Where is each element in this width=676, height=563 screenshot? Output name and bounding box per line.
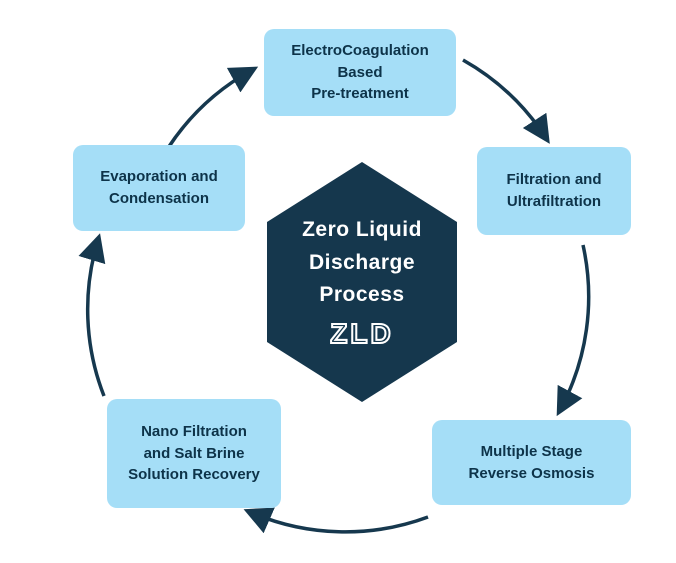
arrow-filtration-to-reverse-osmosis — [556, 244, 591, 417]
arrow-nano-filtration-to-evaporation — [78, 233, 106, 397]
node-filtration-ultrafiltration: Filtration and Ultrafiltration — [477, 147, 631, 235]
node-electrocoagulation-pretreatment: ElectroCoagulation Based Pre-treatment — [264, 29, 456, 116]
center-title-line-2: Discharge — [308, 250, 416, 274]
node-nano-filtration-salt-brine-recovery: Nano Filtration and Salt Brine Solution … — [107, 399, 281, 508]
node-multiple-stage-reverse-osmosis: Multiple Stage Reverse Osmosis — [432, 420, 631, 505]
node-evaporation-condensation: Evaporation and Condensation — [73, 145, 245, 231]
center-acronym-zld: ZLD — [329, 317, 394, 350]
arrow-pretreatment-to-filtration — [462, 58, 550, 144]
center-title-line-3: Process — [319, 283, 405, 307]
arrow-evaporation-to-pretreatment — [166, 66, 259, 149]
center-title-line-1: Zero Liquid — [302, 218, 422, 242]
arrow-reverse-osmosis-to-nano-filtration — [243, 507, 429, 534]
